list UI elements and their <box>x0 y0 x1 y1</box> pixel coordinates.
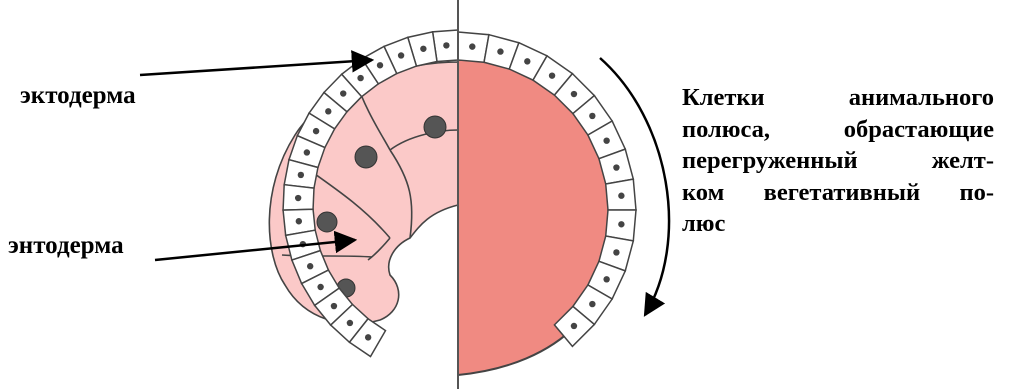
ectoderm-nucleus <box>443 42 449 48</box>
ectoderm-nucleus <box>296 218 302 224</box>
ectoderm-pointer <box>140 60 372 75</box>
ectoderm-nucleus <box>357 75 363 81</box>
ectoderm-nucleus <box>347 320 353 326</box>
ectoderm-nucleus <box>549 72 555 78</box>
caption-line: полюса, обрастающие <box>682 114 994 146</box>
endoderm-label: энтодерма <box>8 230 124 262</box>
ectoderm-nucleus <box>571 323 577 329</box>
ectoderm-nucleus <box>307 263 313 269</box>
caption-line: ком вегетативный по- <box>682 177 994 209</box>
ectoderm-nucleus <box>618 193 624 199</box>
ectoderm-nucleus <box>618 221 624 227</box>
ectoderm-nucleus <box>571 91 577 97</box>
caption-line: Клетки анимального <box>682 82 994 114</box>
ectoderm-label: эктодерма <box>20 80 136 112</box>
caption-text: Клетки анимального полюса, обрастающие п… <box>682 82 994 240</box>
ectoderm-nucleus <box>469 43 475 49</box>
caption-line: перегруженный желт- <box>682 145 994 177</box>
ectoderm-nucleus <box>313 128 319 134</box>
ectoderm-nucleus <box>420 46 426 52</box>
ectoderm-nucleus <box>325 108 331 114</box>
ectoderm-nucleus <box>377 62 383 68</box>
ectoderm-nucleus <box>298 172 304 178</box>
ectoderm-nucleus <box>613 249 619 255</box>
ectoderm-nucleus <box>524 58 530 64</box>
ectoderm-nucleus <box>603 276 609 282</box>
ectoderm-nucleus <box>340 90 346 96</box>
ectoderm-nucleus <box>365 334 371 340</box>
ectoderm-nucleus <box>589 113 595 119</box>
ectoderm-nucleus <box>497 48 503 54</box>
caption-line: люс <box>682 208 994 240</box>
ectoderm-nucleus <box>398 52 404 58</box>
ectoderm-nucleus <box>295 195 301 201</box>
ectoderm-nucleus <box>603 137 609 143</box>
ectoderm-nucleus <box>317 284 323 290</box>
ectoderm-nucleus <box>304 149 310 155</box>
ectoderm-nucleus <box>331 303 337 309</box>
ectoderm-nucleus <box>613 164 619 170</box>
ectoderm-nucleus <box>589 301 595 307</box>
